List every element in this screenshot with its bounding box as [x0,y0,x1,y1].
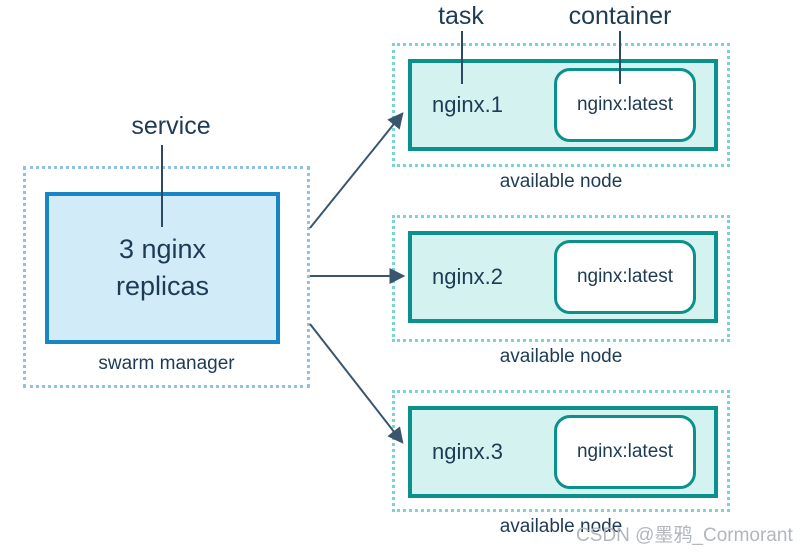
node-dotted-border: nginx.2 nginx:latest [392,215,730,342]
arrow-to-node-1 [309,112,404,229]
task-name: nginx.1 [432,92,503,117]
container-image-name: nginx:latest [576,94,674,115]
container-box: nginx:latest [554,240,696,314]
swarm-manager-group: 3 nginx replicas swarm manager [23,166,310,388]
task-box: nginx.1 nginx:latest [408,59,718,151]
available-node-1: nginx.1 nginx:latest available node [392,43,730,193]
task-name: nginx.2 [432,264,503,289]
service-box: 3 nginx replicas [45,192,280,344]
node-caption: available node [499,171,623,192]
container-box: nginx:latest [554,415,696,489]
replicas-text-line1: 3 nginx [118,234,207,264]
task-box: nginx.3 nginx:latest [408,406,718,498]
swarm-manager-caption: swarm manager [98,353,235,374]
replicas-text-line2: replicas [115,271,210,301]
task-label: task [438,2,484,30]
task-box: nginx.2 nginx:latest [408,231,718,323]
node-caption: available node [499,346,623,367]
container-label: container [568,2,672,30]
service-label: service [131,112,211,140]
container-image-name: nginx:latest [576,441,674,462]
arrow-to-node-3 [309,323,404,444]
csdn-watermark: CSDN @墨鸦_Cormorant [576,525,793,546]
task-name: nginx.3 [432,439,503,464]
available-node-3: nginx.3 nginx:latest available node [392,390,730,538]
available-node-2: nginx.2 nginx:latest available node [392,215,730,368]
node-dotted-border: nginx.1 nginx:latest [392,43,730,167]
container-image-name: nginx:latest [576,266,674,287]
node-dotted-border: nginx.3 nginx:latest [392,390,730,512]
node-caption: available node [499,516,623,537]
container-box: nginx:latest [554,68,696,142]
